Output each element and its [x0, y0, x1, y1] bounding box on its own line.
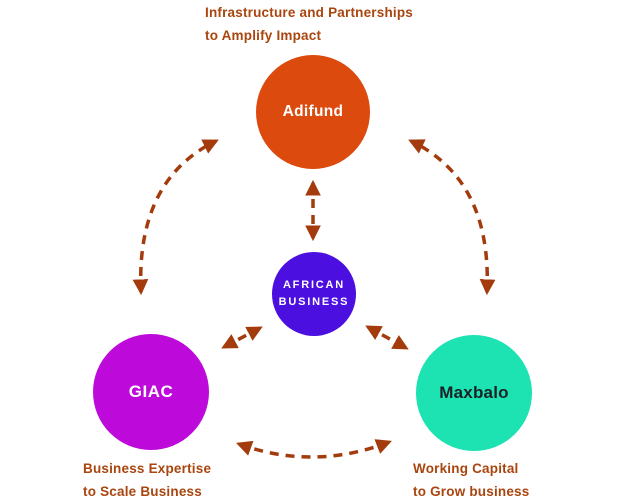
annotation-maxbalo-line2: to Grow business — [413, 484, 530, 499]
arrow-giac-african-business — [221, 326, 263, 349]
annotation-giac-line1: Business Expertise — [83, 461, 212, 476]
node-adifund-label: Adifund — [282, 103, 344, 120]
node-adifund: Adifund — [256, 55, 370, 169]
annotation-maxbalo-line1: Working Capital — [413, 461, 519, 476]
annotation-giac-line2: to Scale Business — [83, 484, 202, 499]
annotation-maxbalo: Working Capital to Grow business — [413, 457, 529, 502]
annotation-adifund-line2: to Amplify Impact — [205, 28, 322, 43]
node-maxbalo-label: Maxbalo — [439, 383, 509, 402]
node-african-business-label-line2: BUSINESS — [278, 296, 350, 308]
node-giac-label: GIAC — [128, 382, 174, 401]
arrow-maxbalo-adifund-curve — [408, 139, 496, 296]
annotation-adifund-line1: Infrastructure and Partnerships — [205, 5, 414, 20]
node-giac: GIAC — [93, 334, 209, 450]
arrow-giac-adifund-curve — [132, 139, 219, 296]
annotation-adifund: Infrastructure and Partnerships to Ampli… — [205, 1, 413, 47]
arrow-giac-maxbalo-curve — [236, 439, 392, 459]
node-african-business-label-line1: AFRICAN — [282, 279, 346, 291]
node-maxbalo: Maxbalo — [416, 335, 532, 451]
annotation-giac: Business Expertise to Scale Business — [83, 457, 211, 502]
arrow-african-business-maxbalo — [365, 325, 409, 350]
node-african-business: AFRICAN BUSINESS — [272, 252, 356, 336]
